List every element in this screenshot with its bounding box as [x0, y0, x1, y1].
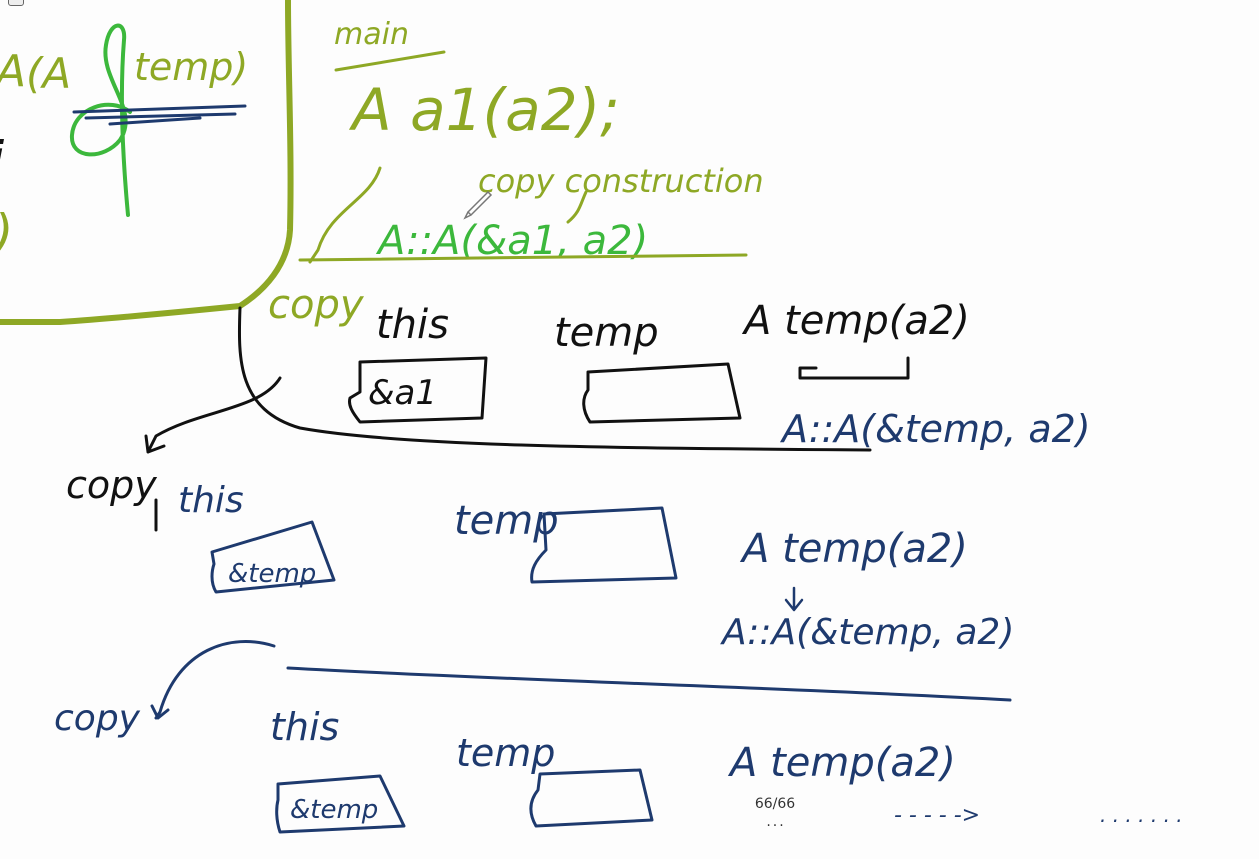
row3-this-label: this — [270, 705, 339, 749]
row2-this-value: &temp — [228, 559, 316, 589]
main-statement: A a1(a2); — [348, 76, 620, 144]
top-left-frame: A (A temp) i ) — [0, 0, 294, 325]
row1-this-value: &a1 — [368, 373, 437, 413]
row1-decl: A temp(a2) — [741, 298, 970, 344]
row3-continuation: - - - - -> — [894, 803, 980, 828]
row1-copy-label: copy — [268, 282, 365, 328]
frame-params: (A — [26, 49, 71, 98]
row3-trailing-dots: . . . . . . . — [1100, 803, 1183, 827]
row2-copy-label: copy — [66, 463, 157, 507]
frame-letter: A — [0, 46, 26, 97]
row3-temp-label: temp — [456, 731, 555, 775]
row1-temp-label: temp — [554, 310, 659, 356]
row2-call: A::A(&temp, a2) — [720, 612, 1014, 653]
row-1: copy this &a1 temp A temp(a2) A::A(&temp… — [237, 282, 1091, 452]
row2-temp-label: temp — [454, 498, 559, 544]
window-icon — [8, 0, 24, 6]
frame-temp-label: temp) — [134, 45, 248, 89]
row2-decl: A temp(a2) — [739, 526, 968, 572]
pencil-icon — [463, 190, 493, 220]
row-2: copy this &temp temp A temp(a2) A::A(&te… — [66, 376, 1014, 653]
row3-this-value: &temp — [290, 795, 378, 825]
page-dots[interactable]: ... — [766, 814, 786, 830]
copy-construction-annotation: copy construction — [478, 162, 764, 200]
row3-copy-label: copy — [54, 698, 141, 739]
row2-this-label: this — [178, 480, 244, 521]
page-counter: 66/66 — [754, 796, 796, 812]
main-heading: main — [334, 17, 409, 52]
row1-this-label: this — [376, 302, 449, 348]
row1-call: A::A(&temp, a2) — [779, 407, 1091, 451]
row-3: copy this &temp temp A temp(a2) - - - - … — [54, 640, 1183, 834]
frame-close-paren: ) — [0, 204, 14, 262]
main-section: main A a1(a2); copy construction A::A(&a… — [298, 17, 764, 264]
frame-ink-mark: i — [0, 132, 5, 183]
row3-decl: A temp(a2) — [727, 740, 956, 786]
